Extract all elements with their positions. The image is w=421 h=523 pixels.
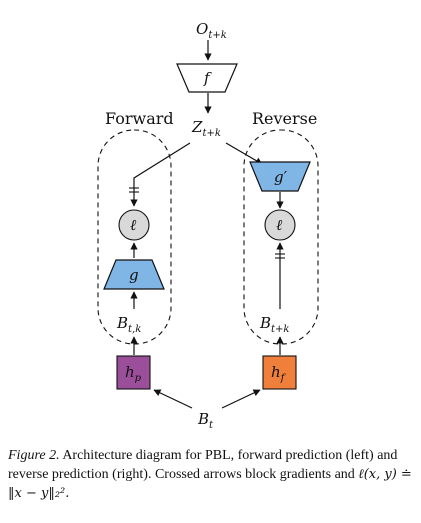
observation-label: Ot+k [196,20,227,41]
h-p-box [116,355,151,390]
arrow-bt-to-hp [153,389,193,409]
figure-caption: Figure 2. Architecture diagram for PBL, … [8,446,413,503]
forward-predictor-label: g [129,266,139,284]
arrow-z-to-gprime [225,142,263,165]
arrow-bt-to-hf [221,389,261,409]
reverse-predictor-label: g′ [274,168,288,186]
figure-label: Figure 2. [8,448,60,463]
reverse-loss-node [264,209,296,241]
reverse-predictor-shape [249,161,311,192]
reverse-state-label: Bt+k [259,314,290,335]
reverse-loss-label: ℓ [276,216,282,234]
reverse-group-box [243,129,319,345]
h-f-box [262,355,297,390]
latent-label: Zt+k [191,118,221,139]
h-p-label: hp [125,363,142,384]
forward-loss-label: ℓ [130,216,136,234]
architecture-diagram: Ot+k f Zt+k Forward Reverse ℓ g Bt,k g′ … [97,20,319,431]
caption-text: Architecture diagram for PBL, forward pr… [8,448,398,482]
reverse-title: Reverse [252,109,317,128]
caption-math: ℓ(x, y) ≐ ‖x − y‖₂². [8,467,412,501]
arrow-z-to-forward-loss [130,142,191,207]
forward-state-label: Bt,k [116,314,141,335]
encoder-f-shape [176,63,238,93]
encoder-f-label: f [203,69,212,87]
bottom-state-label: Bt [197,410,214,431]
forward-title: Forward [105,109,174,128]
forward-predictor-shape [103,259,165,290]
forward-loss-node [118,209,150,241]
h-f-label: hf [271,363,287,384]
